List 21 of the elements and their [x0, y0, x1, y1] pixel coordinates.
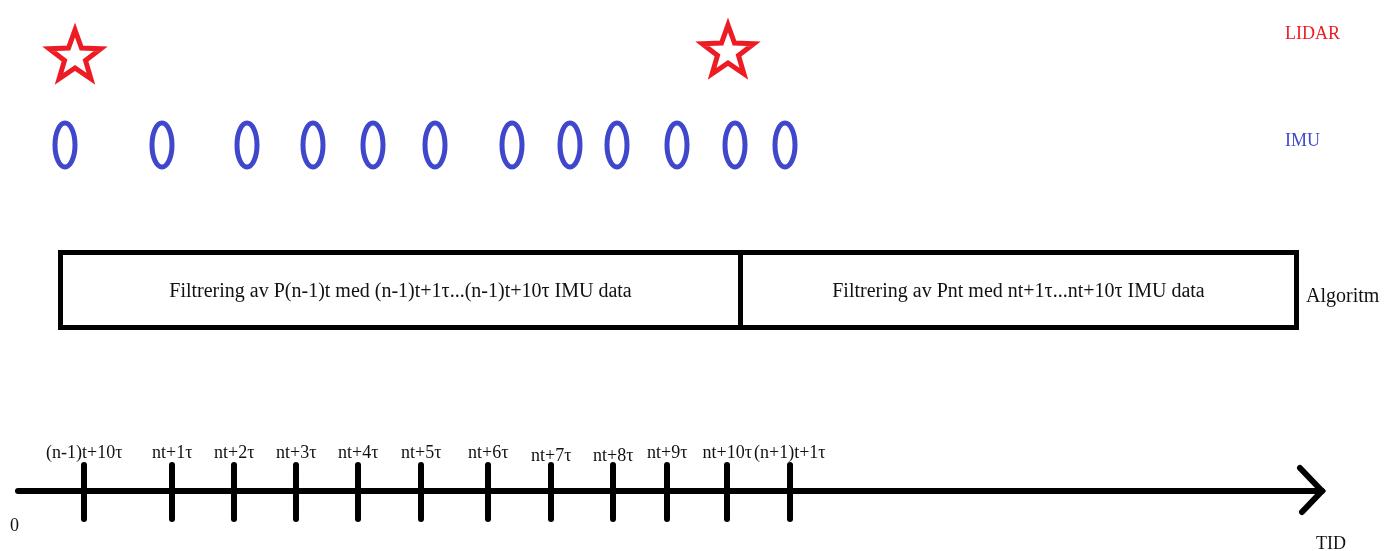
axis-origin-label: 0	[10, 516, 19, 534]
box-text: Filtrering av Pnt med nt+1τ...nt+10τ IMU data	[832, 278, 1205, 302]
process-box	[743, 250, 1299, 330]
tick-label: nt+3τ	[276, 443, 317, 461]
row-label: IMU	[1285, 131, 1320, 149]
tick-label: (n-1)t+10τ	[46, 443, 123, 461]
tick-label: nt+1τ	[152, 443, 193, 461]
tick-label: nt+8τ	[593, 446, 634, 464]
axis-label: TID	[1316, 534, 1346, 551]
box-text: Filtrering av P(n-1)t med (n-1)t+1τ...(n-1)t+10τ IMU data	[169, 278, 632, 302]
tick-label: nt+2τ	[214, 443, 255, 461]
process-box	[58, 250, 743, 330]
tick-label: nt+5τ	[401, 443, 442, 461]
tick-label: nt+7τ	[531, 446, 572, 464]
tick-label: nt+4τ	[338, 443, 379, 461]
tick-label: nt+10τ	[702, 443, 752, 461]
row-label: Algoritm	[1306, 285, 1380, 305]
tick-label: (n+1)t+1τ	[754, 443, 826, 461]
tick-label: nt+6τ	[468, 443, 509, 461]
row-label: LIDAR	[1285, 24, 1340, 42]
tick-label: nt+9τ	[647, 443, 688, 461]
